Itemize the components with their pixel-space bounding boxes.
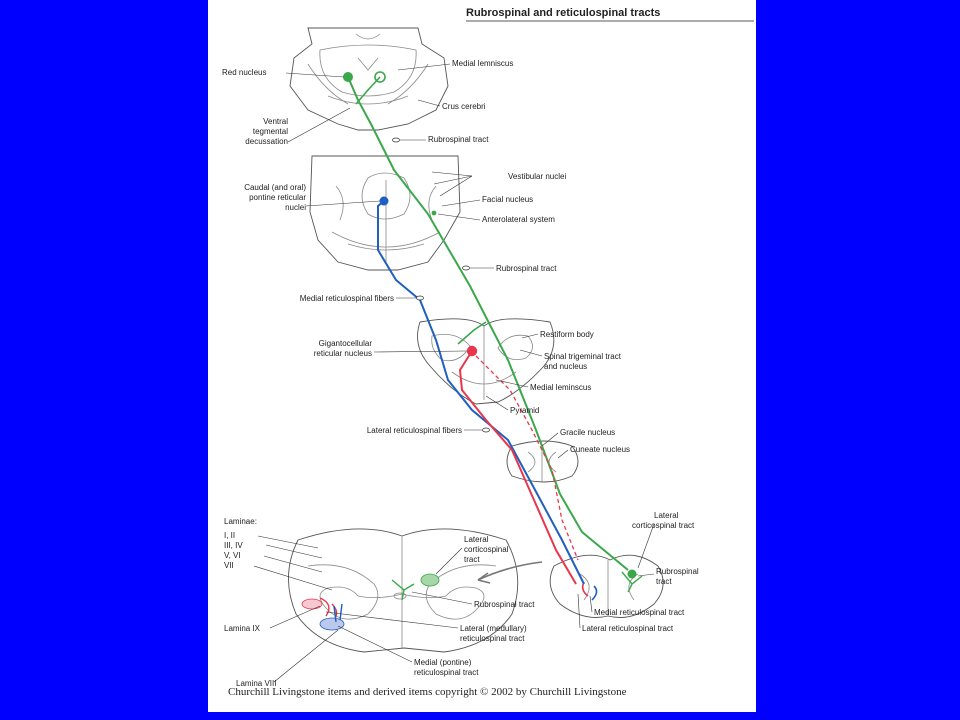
rubrospinal-pons-dot — [431, 210, 437, 216]
label-cuneate-nucleus: Cuneate nucleus — [570, 445, 630, 454]
label-pontine-reticular-2: pontine reticular — [249, 193, 306, 202]
rubrospinal-pathway — [347, 76, 629, 571]
label-facial-nucleus: Facial nucleus — [482, 195, 533, 204]
label-restiform-body: Restiform body — [540, 330, 594, 339]
label-gigantocellular-1: Gigantocellular — [319, 339, 373, 348]
rubrospinal-marker-2 — [462, 265, 470, 271]
label-lateral-corticospinal-right-2: corticospinal tract — [632, 521, 695, 530]
label-lateral-reticulospinal-fibers: Lateral reticulospinal fibers — [367, 426, 462, 435]
lateral-reticulospinal-uncrossed-pathway — [475, 355, 579, 561]
copyright-notice: Churchill Livingstone items and derived … — [228, 686, 627, 698]
label-pontine-reticular-3: nuclei — [285, 203, 306, 212]
label-ventral-tegmental-2: tegmental — [253, 127, 288, 136]
medial-reticulospinal-terminals-detail — [333, 603, 343, 623]
midbrain-section — [289, 27, 449, 131]
label-lateral-corticospinal-left-2: corticospinal — [464, 545, 509, 554]
label-lateral-corticospinal-left-1: Lateral — [464, 535, 489, 544]
tract-diagram: Rubrospinal and reticulospinal tracts — [222, 7, 754, 688]
rubrospinal-area-detail — [420, 573, 440, 587]
ventral-tegmental-decussation-line — [355, 76, 381, 105]
label-laminae: Laminae: — [224, 517, 257, 526]
medial-reticulospinal-pathway — [377, 200, 585, 585]
label-lamina-i-ii: I, II — [224, 531, 235, 540]
detail-arrow — [477, 561, 543, 581]
medulla-section — [417, 318, 555, 405]
label-lateral-corticospinal-right-1: Lateral — [654, 511, 679, 520]
leader-lines — [253, 63, 655, 683]
pons-section — [309, 155, 461, 271]
label-rubrospinal-left: Rubrospinal tract — [474, 600, 535, 609]
medial-reticulospinal-marker — [416, 295, 424, 301]
label-pyramid: Pyramid — [510, 406, 539, 415]
label-lamina-ix: Lamina IX — [224, 624, 261, 633]
lateral-reticulospinal-pathway — [458, 350, 577, 585]
label-medial-pontine-1: Medial (pontine) — [414, 658, 472, 667]
lateral-reticulospinal-marker — [482, 427, 490, 433]
label-gigantocellular-2: reticular nucleus — [314, 349, 372, 358]
rubrospinal-marker-1 — [392, 137, 400, 143]
detail-arrowhead-icon — [477, 572, 491, 584]
label-gracile-nucleus: Gracile nucleus — [560, 428, 615, 437]
figure-sheet: Rubrospinal and reticulospinal tracts — [208, 0, 756, 712]
medial-reticulospinal-area-detail — [319, 617, 345, 631]
label-lateral-medullary-2: reticulospinal tract — [460, 634, 525, 643]
label-medial-leminscus-mid: Medial leminscus — [530, 383, 591, 392]
label-ventral-tegmental-3: decussation — [245, 137, 288, 146]
figure-title: Rubrospinal and reticulospinal tracts — [466, 7, 660, 19]
label-medial-pontine-2: reticulospinal tract — [414, 668, 479, 677]
lateral-reticulospinal-area-detail — [301, 598, 323, 610]
label-medial-lemniscus-top: Medial lemniscus — [452, 59, 513, 68]
label-spinal-trigeminal-1: Spinal trigeminal tract — [544, 352, 622, 361]
label-lamina-vii: VII — [224, 561, 234, 570]
label-rubrospinal-tract-2: Rubrospinal tract — [496, 264, 557, 273]
label-lateral-reticulospinal-tract-right: Lateral reticulospinal tract — [582, 624, 674, 633]
label-spinal-trigeminal-2: and nucleus — [544, 362, 587, 371]
rubrospinal-tract-right-dot — [627, 569, 637, 579]
label-lamina-viii: Lamina VIII — [236, 679, 276, 688]
label-lateral-medullary-1: Lateral (medullary) — [460, 624, 527, 633]
label-rubrospinal-right-1: Rubrospinal — [656, 567, 699, 576]
label-vestibular-nuclei: Vestibular nuclei — [508, 172, 566, 181]
anterolateral-green-branch — [457, 321, 487, 345]
label-lateral-corticospinal-left-3: tract — [464, 555, 480, 564]
label-medial-reticulospinal-tract-right: Medial reticulospinal tract — [594, 608, 685, 617]
label-rubrospinal-right-2: tract — [656, 577, 672, 586]
label-lamina-iii-iv: III, IV — [224, 541, 243, 550]
label-pontine-reticular-1: Caudal (and oral) — [244, 183, 306, 192]
label-anterolateral-system: Anterolateral system — [482, 215, 555, 224]
rubrospinal-terminals-detail — [391, 579, 415, 601]
label-rubrospinal-tract-1: Rubrospinal tract — [428, 135, 489, 144]
label-crus-cerebri: Crus cerebri — [442, 102, 486, 111]
label-medial-reticulospinal-fibers: Medial reticulospinal fibers — [300, 294, 394, 303]
label-ventral-tegmental-1: Ventral — [263, 117, 288, 126]
label-lamina-v-vi: V, VI — [224, 551, 241, 560]
label-red-nucleus: Red nucleus — [222, 68, 266, 77]
